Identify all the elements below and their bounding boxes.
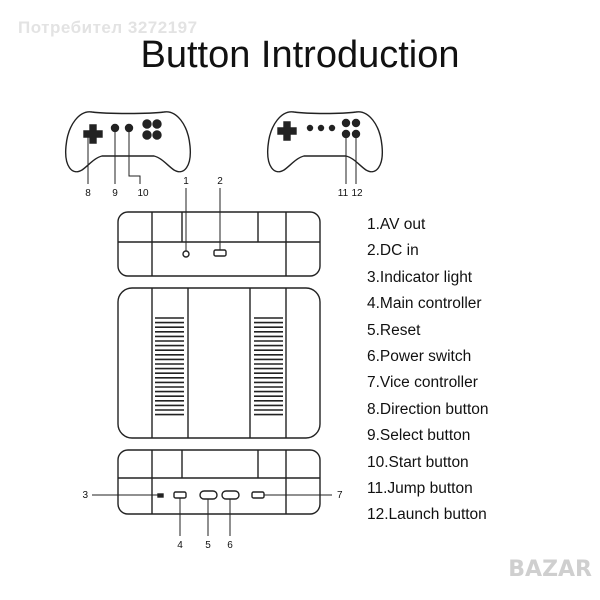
main-controller-drawing bbox=[65, 111, 191, 173]
callout-leaders bbox=[87, 131, 357, 536]
callout-7: 7 bbox=[337, 490, 343, 501]
power-switch-icon bbox=[221, 490, 240, 500]
vent-right bbox=[254, 317, 283, 416]
legend-item-direction-button: 8.Direction button bbox=[367, 400, 489, 418]
select-dot-icon bbox=[110, 123, 120, 133]
dc-in-port-icon bbox=[213, 249, 227, 257]
button-legend: 1.AV out 2.DC in 3.Indicator light 4.Mai… bbox=[367, 212, 489, 529]
legend-item-reset: 5.Reset bbox=[367, 321, 421, 339]
legend-item-indicator-light: 3.Indicator light bbox=[367, 268, 473, 286]
callout-6: 6 bbox=[227, 540, 233, 551]
callout-2: 2 bbox=[217, 176, 223, 187]
legend-item-vice-controller: 7.Vice controller bbox=[367, 374, 478, 392]
legend-item-launch-button: 12.Launch button bbox=[367, 506, 487, 524]
indicator-light-icon bbox=[157, 493, 164, 498]
console-top-view bbox=[117, 287, 321, 439]
callout-9: 9 bbox=[112, 188, 118, 199]
callout-3: 3 bbox=[82, 490, 88, 501]
main-controller-port-icon bbox=[173, 491, 187, 499]
legend-item-start-button: 10.Start button bbox=[367, 453, 469, 471]
legend-item-av-out: 1.AV out bbox=[367, 216, 426, 233]
callout-11: 11 bbox=[338, 188, 349, 199]
callout-10: 10 bbox=[137, 188, 149, 199]
callout-5: 5 bbox=[205, 540, 211, 551]
legend-item-select-button: 9.Select button bbox=[367, 427, 471, 445]
callout-8: 8 bbox=[85, 188, 91, 199]
start-dot-icon bbox=[124, 123, 134, 133]
callout-12: 12 bbox=[351, 188, 363, 199]
vice-controller-port-icon bbox=[251, 491, 265, 499]
console-back-view bbox=[117, 211, 321, 277]
legend-item-jump-button: 11.Jump button bbox=[367, 479, 473, 497]
legend-item-main-controller: 4.Main controller bbox=[367, 295, 482, 313]
callout-1: 1 bbox=[183, 176, 189, 187]
dpad-icon bbox=[83, 124, 103, 144]
legend-item-dc-in: 2.DC in bbox=[367, 242, 419, 260]
reset-button-icon bbox=[199, 490, 218, 500]
user-watermark: Потребител 3272197 bbox=[18, 18, 198, 37]
brand-logo: BAZAR bbox=[508, 557, 592, 582]
console-front-view bbox=[117, 449, 321, 515]
av-out-port-icon bbox=[182, 250, 190, 258]
legend-item-power-switch: 6.Power switch bbox=[367, 347, 472, 365]
vice-controller-drawing bbox=[267, 111, 383, 173]
callout-4: 4 bbox=[177, 540, 183, 551]
vent-left bbox=[155, 317, 184, 416]
page-title: Button Introduction bbox=[140, 34, 460, 76]
